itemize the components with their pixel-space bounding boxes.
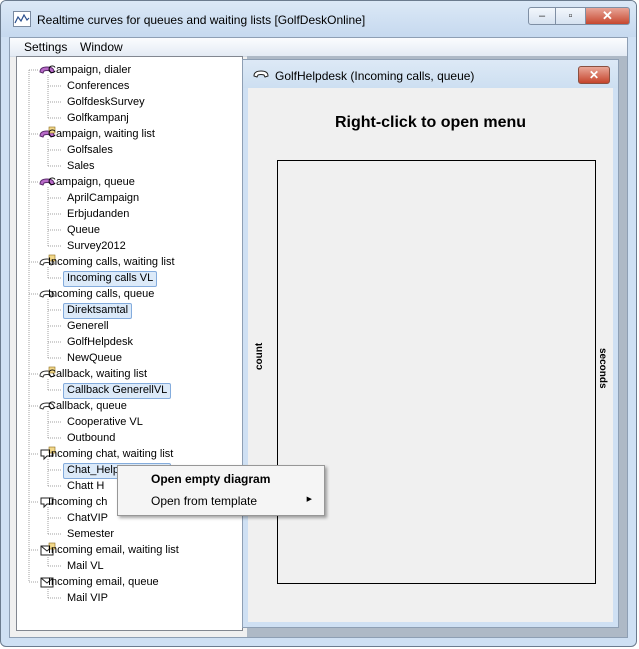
tree-leaf-node[interactable]: Incoming calls VL: [63, 271, 158, 287]
tree-leaf-node[interactable]: Mail VIP: [67, 592, 108, 604]
menu-item-open-from-template[interactable]: Open from template: [151, 494, 258, 508]
tree-group-node[interactable]: Incoming calls, queue: [48, 288, 155, 300]
tree-connector-lines: [28, 66, 62, 599]
close-icon: ✕: [588, 68, 600, 82]
phone-icon: [39, 290, 55, 298]
maximize-icon: ▫: [568, 10, 573, 22]
email-waiting-list-icon: [40, 542, 56, 556]
tree-leaf-node[interactable]: Semester: [67, 528, 115, 540]
tree-group-node[interactable]: Campaign, waiting list: [48, 128, 155, 140]
child-close-button[interactable]: ✕: [578, 66, 610, 84]
tree-group-node[interactable]: Incoming email, queue: [48, 576, 159, 588]
phone-icon: [253, 70, 269, 78]
tree-leaf-node[interactable]: GolfHelpdesk: [67, 336, 134, 348]
minimize-button[interactable]: –: [528, 7, 556, 25]
tree-group-node[interactable]: Callback, waiting list: [48, 368, 148, 380]
tree-leaf-node[interactable]: Cooperative VL: [67, 416, 143, 428]
tree-leaf-node[interactable]: NewQueue: [67, 352, 123, 364]
tree-leaf-node[interactable]: Chatt H: [67, 480, 105, 492]
plot-area[interactable]: [277, 160, 596, 584]
close-icon: ✕: [602, 8, 613, 23]
tree-leaf-node[interactable]: Conferences: [67, 80, 130, 92]
child-title-bar[interactable]: GolfHelpdesk (Incoming calls, queue) ✕: [243, 60, 618, 88]
tree-leaf-node[interactable]: Outbound: [67, 432, 116, 444]
close-button[interactable]: ✕: [586, 7, 630, 25]
menu-bar: Settings Window: [10, 38, 627, 57]
tree-leaf-node[interactable]: GolfdeskSurvey: [67, 96, 145, 108]
tree-leaf-node[interactable]: Generell: [67, 320, 109, 332]
chat-icon: [40, 497, 54, 509]
campaign-waiting-list-icon: [39, 126, 56, 138]
tree-leaf-node[interactable]: Survey2012: [67, 240, 126, 252]
tree-group-node[interactable]: Incoming email, waiting list: [48, 544, 179, 556]
window-title: Realtime curves for queues and waiting l…: [37, 13, 366, 27]
tree-group-node[interactable]: Incoming calls, waiting list: [48, 256, 175, 268]
app-chart-icon: [13, 11, 31, 27]
left-axis-label: count: [254, 342, 265, 370]
callback-icon: [39, 402, 55, 410]
email-icon: [40, 577, 54, 588]
callback-waiting-list-icon: [39, 366, 56, 378]
chart-panel[interactable]: Right-click to open menu count seconds: [248, 88, 613, 622]
campaign-queue-icon: [39, 178, 55, 186]
tree-leaf-node[interactable]: Queue: [67, 224, 101, 236]
title-bar[interactable]: Realtime curves for queues and waiting l…: [1, 1, 636, 37]
menu-settings[interactable]: Settings: [24, 40, 68, 54]
child-window-title: GolfHelpdesk (Incoming calls, queue): [275, 69, 475, 83]
tree-leaf-node[interactable]: Direktsamtal: [63, 303, 133, 319]
tree-group-node[interactable]: Incoming chat, waiting list: [48, 448, 174, 460]
tree-leaf-node[interactable]: Golfsales: [67, 144, 113, 156]
menu-item-open-empty-diagram[interactable]: Open empty diagram: [151, 472, 271, 486]
tree-leaf-node[interactable]: Sales: [67, 160, 95, 172]
tree-group-node[interactable]: Campaign, dialer: [48, 64, 132, 76]
tree-leaf-node[interactable]: Mail VL: [67, 560, 104, 572]
tree-leaf-node[interactable]: ChatVIP: [67, 512, 108, 524]
tree-leaf-node[interactable]: AprilCampaign: [67, 192, 140, 204]
submenu-arrow-icon: ▶: [306, 496, 312, 503]
tree-leaf-node[interactable]: Callback GenerellVL: [63, 383, 172, 399]
chat-waiting-list-icon: [40, 446, 56, 461]
tree-group-node[interactable]: Incoming ch: [48, 496, 108, 508]
campaign-dialer-icon: [39, 66, 55, 74]
tree-group-node[interactable]: Callback, queue: [48, 400, 127, 412]
maximize-button[interactable]: ▫: [556, 7, 586, 25]
tree-group-node[interactable]: Campaign, queue: [48, 176, 135, 188]
context-menu: Open empty diagram Open from template ▶: [117, 465, 325, 516]
phone-waiting-list-icon: [39, 254, 56, 266]
tree-leaf-node[interactable]: Erbjudanden: [67, 208, 130, 220]
minimize-icon: –: [538, 10, 546, 22]
right-axis-label: seconds: [597, 348, 608, 389]
chart-child-window: GolfHelpdesk (Incoming calls, queue) ✕ R…: [242, 59, 619, 628]
tree-leaf-node[interactable]: Golfkampanj: [67, 112, 129, 124]
menu-window[interactable]: Window: [80, 40, 123, 54]
right-click-hint: Right-click to open menu: [334, 114, 527, 131]
